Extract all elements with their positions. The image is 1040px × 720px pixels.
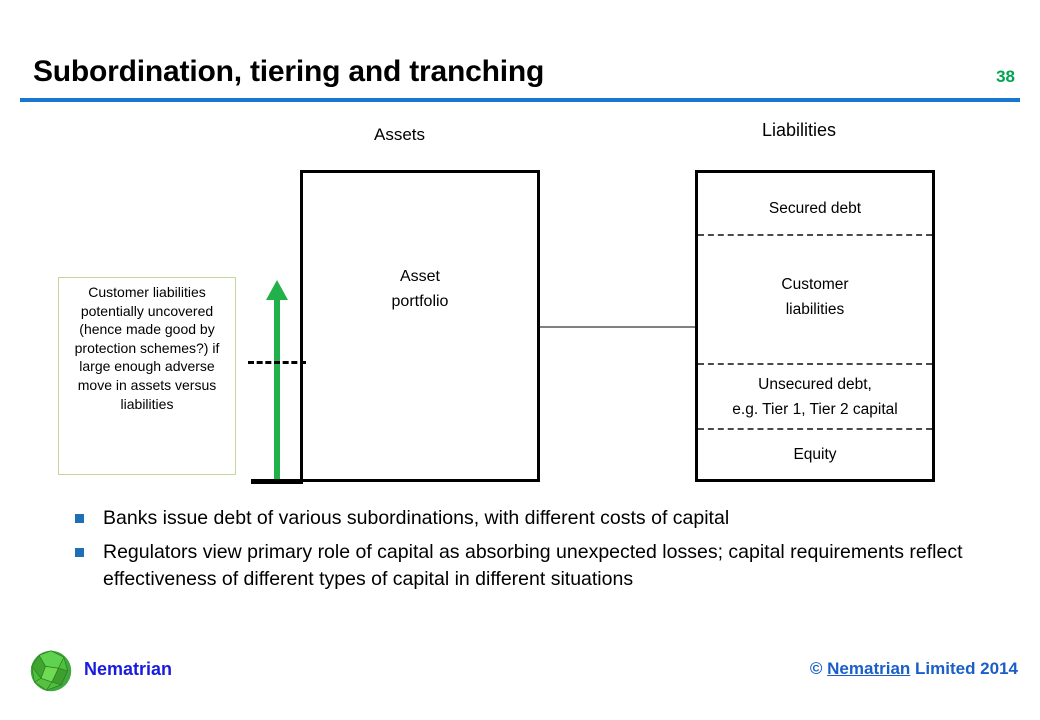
tranche-divider-1: [698, 234, 932, 236]
tranche-label-unsecured-debt: Unsecured debt, e.g. Tier 1, Tier 2 capi…: [698, 373, 932, 423]
copyright-rest: Limited 2014: [910, 659, 1018, 678]
callout-box: Customer liabilities potentially uncover…: [58, 277, 236, 475]
tranche-divider-2: [698, 363, 932, 365]
callout-text: Customer liabilities potentially uncover…: [74, 284, 220, 412]
bullet-text-2: Regulators view primary role of capital …: [103, 540, 963, 590]
list-item: Regulators view primary role of capital …: [75, 539, 980, 593]
arrow-threshold-dashed-line: [248, 361, 306, 364]
tranche-label-customer-liabilities: Customer liabilities: [698, 273, 932, 323]
asset-portfolio-label-line2: portfolio: [391, 292, 449, 310]
copyright-symbol: ©: [809, 659, 828, 678]
nematrian-link[interactable]: Nematrian: [827, 659, 911, 678]
page-number: 38: [996, 67, 1015, 86]
nematrian-logo-icon: [28, 648, 74, 694]
tranche-label-customer-liabilities-line1: Customer: [781, 276, 849, 293]
assets-column-heading: Assets: [374, 125, 426, 144]
arrow-head-icon: [266, 280, 288, 300]
asset-portfolio-label: Asset portfolio: [303, 265, 537, 315]
liabilities-column-heading: Liabilities: [762, 120, 837, 140]
arrow-baseline: [251, 479, 303, 484]
bullet-text-1: Banks issue debt of various subordinatio…: [103, 507, 730, 529]
up-arrow-group: [248, 280, 310, 485]
footer-brand-label: Nematrian: [84, 659, 173, 679]
tranche-label-unsecured-debt-line1: Unsecured debt,: [758, 376, 872, 393]
list-item: Banks issue debt of various subordinatio…: [75, 505, 980, 532]
tranche-divider-3: [698, 428, 932, 430]
liabilities-box: Secured debt Customer liabilities Unsecu…: [695, 170, 935, 482]
footer-copyright: © Nematrian Limited 2014: [810, 659, 1018, 679]
tranche-label-equity: Equity: [793, 446, 837, 463]
tranche-label-unsecured-debt-line2: e.g. Tier 1, Tier 2 capital: [732, 400, 898, 418]
asset-portfolio-box: Asset portfolio: [300, 170, 540, 482]
balance-sheet-connector-line: [540, 326, 695, 328]
tranche-label-customer-liabilities-line2: liabilities: [785, 300, 845, 318]
asset-portfolio-label-line1: Asset: [399, 268, 440, 285]
arrow-shaft: [274, 296, 280, 482]
square-bullet-icon: [75, 547, 84, 557]
square-bullet-icon: [75, 514, 84, 523]
header-divider-rule: [20, 98, 1020, 102]
page-title: Subordination, tiering and tranching: [33, 55, 545, 88]
tranche-label-secured-debt: Secured debt: [768, 200, 862, 217]
bullet-list: Banks issue debt of various subordinatio…: [75, 505, 980, 600]
